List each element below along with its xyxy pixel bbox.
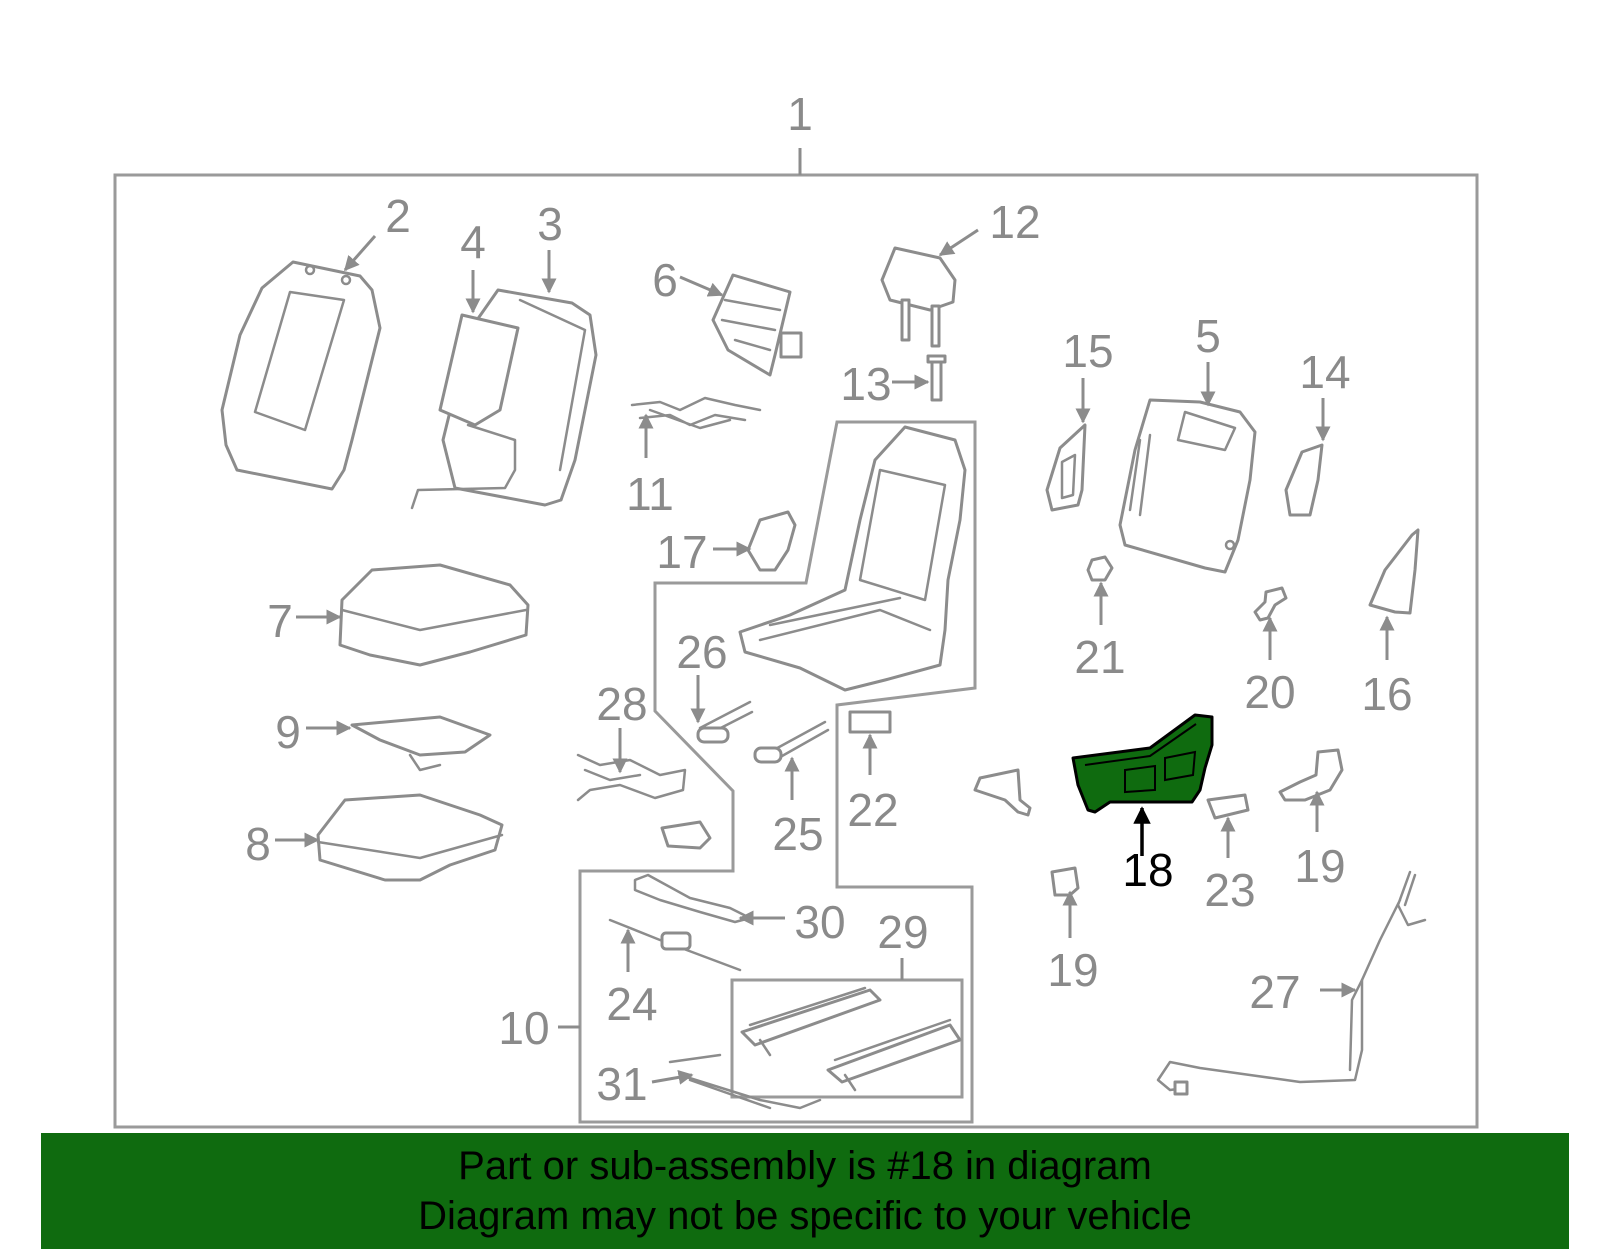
part-15-trim-panel[interactable] <box>1045 423 1087 512</box>
frame-subassembly-29 <box>730 978 964 1099</box>
part-20-bracket[interactable] <box>1253 586 1288 622</box>
part-bracket[interactable] <box>973 768 1032 817</box>
part-9-cushion-mat[interactable] <box>350 715 492 772</box>
part-25-cable[interactable] <box>753 720 830 764</box>
label-15: 15 <box>1062 325 1113 377</box>
part-21-clip[interactable] <box>1086 555 1114 582</box>
label-11: 11 <box>626 468 674 520</box>
part-22-clip[interactable] <box>848 710 892 734</box>
part-1-seat-frame <box>738 425 967 692</box>
part-19-trim-upper[interactable] <box>1278 748 1344 802</box>
part-23-clip[interactable] <box>1206 793 1250 820</box>
banner-line-1: Part or sub-assembly is #18 in diagram <box>458 1144 1152 1188</box>
part-7-cushion-cover[interactable] <box>338 563 530 667</box>
part-31-rod[interactable] <box>668 1053 822 1110</box>
label-27: 27 <box>1249 966 1300 1018</box>
part-11-wire-harness[interactable] <box>630 396 762 430</box>
label-19-upper: 19 <box>1294 840 1345 892</box>
leader-2 <box>343 235 377 272</box>
label-4: 4 <box>460 216 486 268</box>
label-16: 16 <box>1361 668 1412 720</box>
label-20: 20 <box>1244 666 1295 718</box>
part-29-seat-tracks[interactable] <box>740 986 962 1092</box>
label-30: 30 <box>794 896 845 948</box>
label-1: 1 <box>787 88 813 140</box>
label-2: 2 <box>385 190 411 242</box>
part-19-trim-lower[interactable] <box>1050 866 1080 897</box>
part-26-cable[interactable] <box>696 700 754 744</box>
label-17: 17 <box>656 526 707 578</box>
label-19-lower: 19 <box>1047 944 1098 996</box>
part-28-harness[interactable] <box>576 753 687 802</box>
part-30-rod[interactable] <box>633 873 752 924</box>
label-12: 12 <box>989 196 1040 248</box>
label-29: 29 <box>877 906 928 958</box>
part-27-cable[interactable] <box>1156 870 1427 1096</box>
leader-31 <box>651 1069 694 1085</box>
label-8: 8 <box>245 818 271 870</box>
part-17-trim[interactable] <box>746 510 797 572</box>
label-10: 10 <box>498 1002 549 1054</box>
part-12-headrest[interactable] <box>880 246 957 348</box>
label-26: 26 <box>676 626 727 678</box>
label-3: 3 <box>537 198 563 250</box>
label-21: 21 <box>1074 631 1125 683</box>
label-13: 13 <box>840 358 891 410</box>
label-31: 31 <box>596 1058 647 1110</box>
leader-12 <box>938 228 979 257</box>
banner-line-2: Diagram may not be specific to your vehi… <box>418 1194 1192 1238</box>
label-23: 23 <box>1204 864 1255 916</box>
part-24-link[interactable] <box>608 918 742 972</box>
info-banner: Part or sub-assembly is #18 in diagram D… <box>41 1133 1569 1249</box>
part-5-seatback-panel[interactable] <box>1118 398 1257 574</box>
assembly-frame <box>113 173 1479 1129</box>
label-14: 14 <box>1299 346 1350 398</box>
part-28-connector[interactable] <box>660 820 712 850</box>
label-5: 5 <box>1195 310 1221 362</box>
label-28: 28 <box>596 678 647 730</box>
label-25: 25 <box>772 808 823 860</box>
leader-6 <box>679 275 724 297</box>
part-18-seat-side-shield[interactable] <box>1071 713 1214 814</box>
part-16-trim[interactable] <box>1368 528 1420 615</box>
frame-subassembly-10 <box>578 420 977 1124</box>
label-24: 24 <box>606 978 657 1030</box>
label-22: 22 <box>847 784 898 836</box>
part-13-headrest-guide[interactable] <box>926 354 947 402</box>
label-18: 18 <box>1122 844 1173 896</box>
label-6: 6 <box>652 254 678 306</box>
part-4-heater-element[interactable] <box>410 313 520 510</box>
label-9: 9 <box>275 706 301 758</box>
part-14-trim[interactable] <box>1284 443 1324 517</box>
part-2-seatback-cover[interactable] <box>220 260 382 491</box>
part-8-cushion-pad[interactable] <box>316 793 504 882</box>
label-7: 7 <box>267 595 293 647</box>
part-6-lumbar-support[interactable] <box>711 273 803 377</box>
